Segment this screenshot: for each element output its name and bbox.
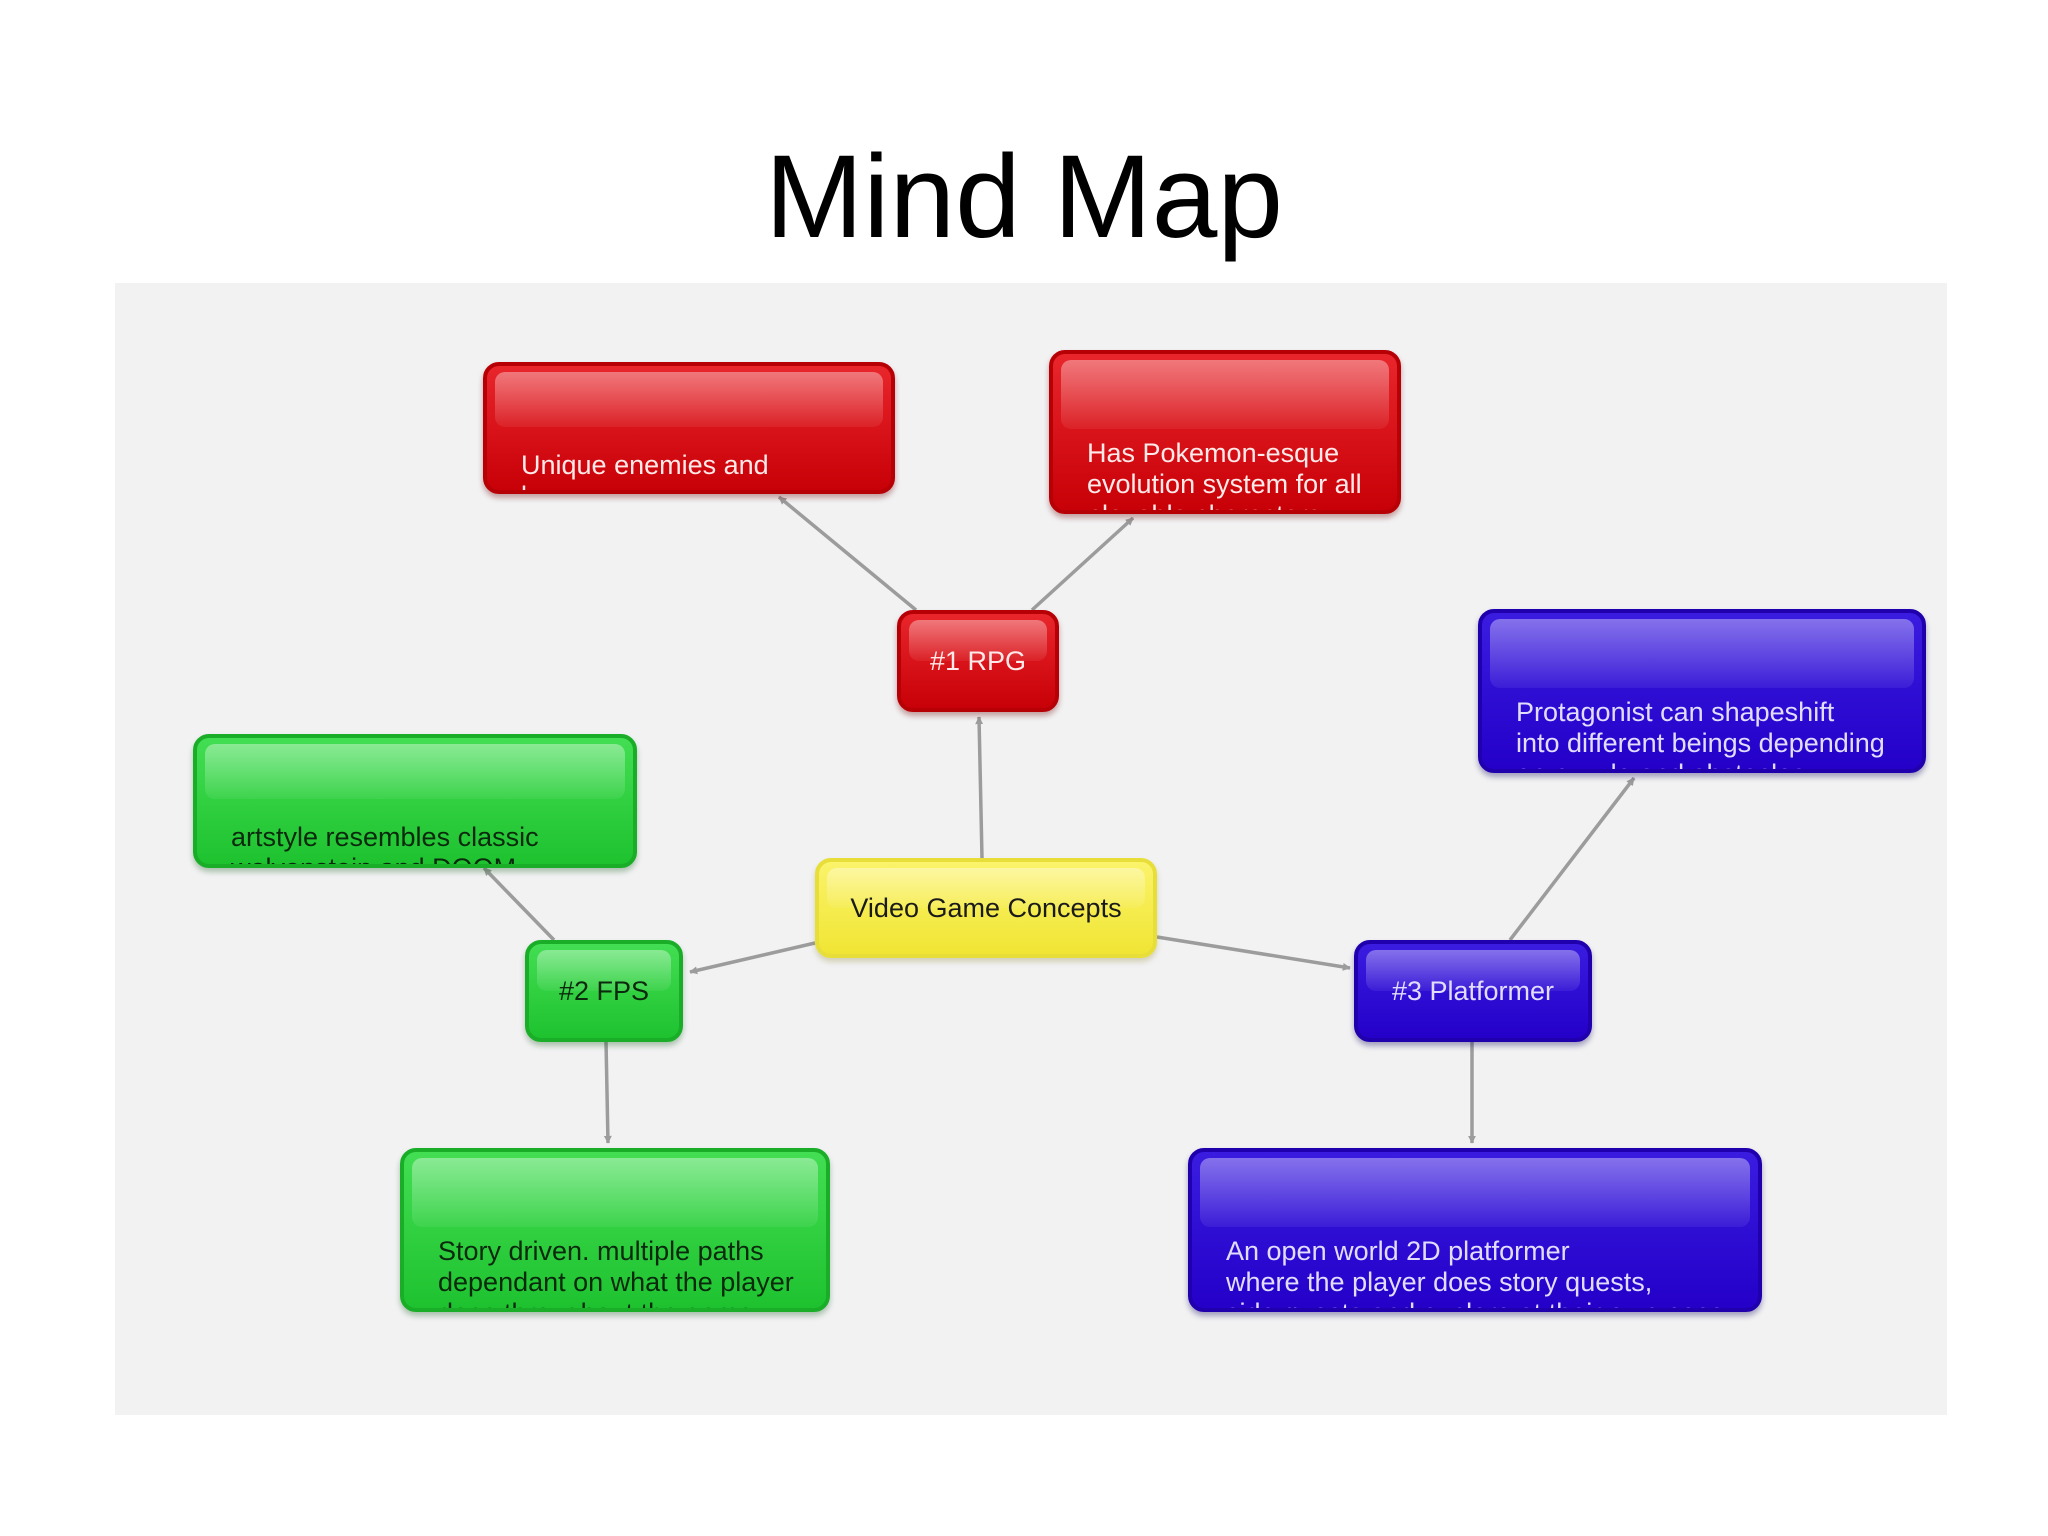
platformer-leaf-2-text: An open world 2D platformer where the pl… — [1226, 1236, 1724, 1308]
center-node-label: Video Game Concepts — [850, 892, 1122, 923]
center-node[interactable]: Video Game Concepts — [815, 858, 1157, 958]
branch-node-platformer-label: #3 Platformer — [1391, 975, 1555, 1006]
connector-rpg-to-leaf-2 — [1030, 516, 1135, 612]
rpg-leaf-1-text: Unique enemies and bosses every fight an… — [521, 450, 769, 490]
slide-title: Mind Map — [764, 131, 1284, 263]
node-gloss — [1200, 1158, 1750, 1227]
branch-node-fps[interactable]: #2 FPS — [525, 940, 683, 1042]
platformer-leaf-1[interactable]: Protagonist can shapeshift into differen… — [1478, 609, 1926, 773]
fps-leaf-2[interactable]: Story driven. multiple paths dependant o… — [400, 1148, 830, 1312]
rpg-leaf-1[interactable]: Unique enemies and bosses every fight an… — [483, 362, 895, 494]
node-gloss — [205, 744, 625, 800]
rpg-leaf-2-text: Has Pokemon-esque evolution system for a… — [1087, 438, 1362, 510]
connector-center-to-platformer — [1156, 935, 1351, 971]
fps-leaf-1-text: artstyle resembles classic wolvenstein a… — [231, 822, 539, 868]
connector-rpg-to-leaf-1 — [777, 495, 918, 612]
rpg-leaf-2[interactable]: Has Pokemon-esque evolution system for a… — [1049, 350, 1401, 514]
branch-node-rpg-label: #1 RPG — [929, 645, 1027, 676]
node-gloss — [1490, 619, 1914, 688]
connector-center-to-rpg — [975, 716, 984, 859]
node-gloss — [1061, 360, 1389, 429]
branch-node-rpg[interactable]: #1 RPG — [897, 610, 1059, 712]
fps-leaf-2-text: Story driven. multiple paths dependant o… — [438, 1236, 794, 1308]
node-gloss — [412, 1158, 818, 1227]
node-gloss — [495, 372, 883, 427]
platformer-leaf-2[interactable]: An open world 2D platformer where the pl… — [1188, 1148, 1762, 1312]
connector-fps-to-leaf-1 — [482, 866, 556, 942]
fps-leaf-1[interactable]: artstyle resembles classic wolvenstein a… — [193, 734, 637, 868]
platformer-leaf-1-text: Protagonist can shapeshift into differen… — [1516, 697, 1885, 769]
branch-node-platformer[interactable]: #3 Platformer — [1354, 940, 1592, 1042]
connector-fps-to-leaf-2 — [603, 1040, 612, 1144]
branch-node-fps-label: #2 FPS — [558, 975, 650, 1006]
connector-center-to-fps — [689, 941, 816, 975]
connector-platformer-to-leaf-1 — [1508, 776, 1636, 942]
